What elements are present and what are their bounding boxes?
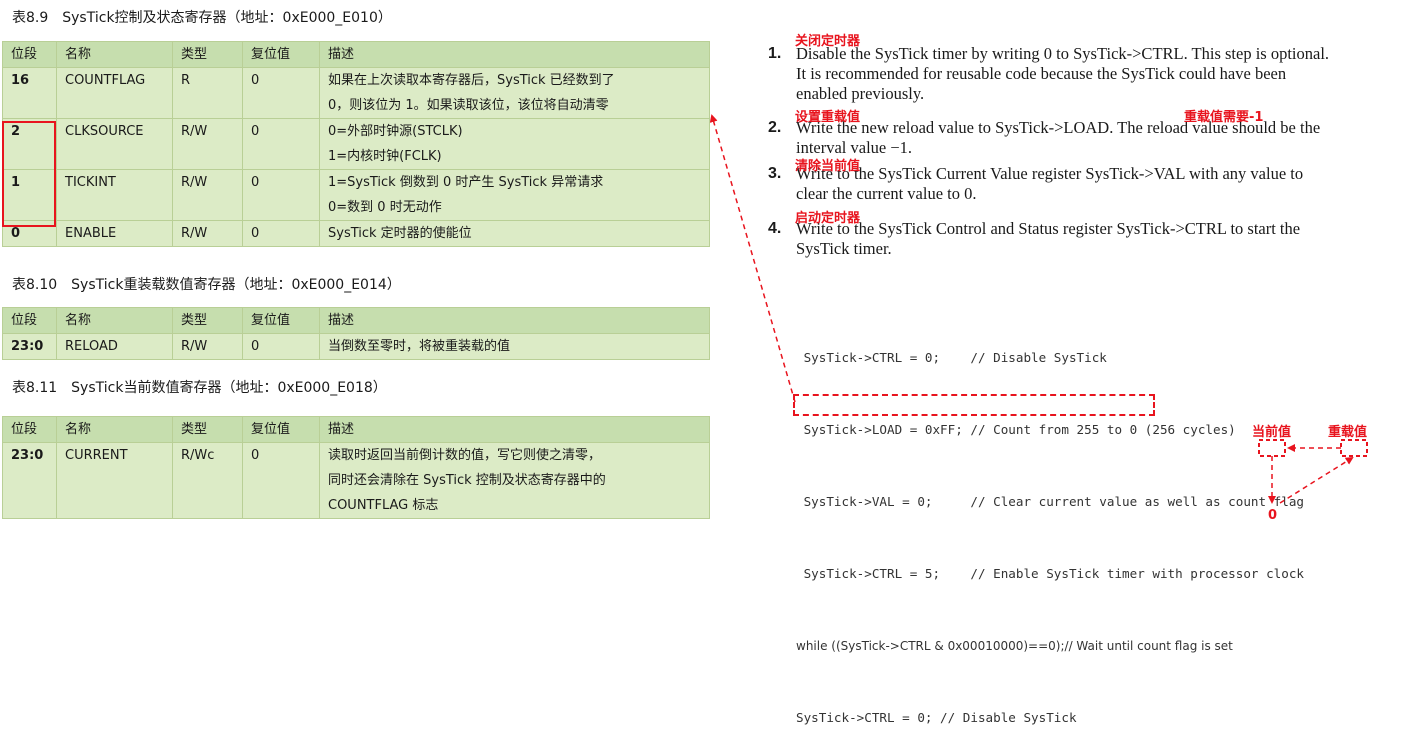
annotation-close-timer: 关闭定时器: [795, 34, 861, 49]
cell-bit: 23:0: [2, 442, 57, 519]
cell-desc: SysTick 定时器的使能位: [319, 220, 710, 247]
while-line-dashed-box: [793, 394, 1155, 416]
cell-reset: 0: [242, 67, 320, 119]
table-8-9-caption: 表8.9 SysTick控制及状态寄存器（地址：0xE000_E010）: [12, 10, 392, 26]
table-header-row: 位段 名称 类型 复位值 描述: [2, 41, 710, 68]
header-type: 类型: [172, 41, 243, 68]
annotation-reload-minus-one: 重载值需要-1: [1184, 110, 1264, 125]
header-desc: 描述: [319, 41, 710, 68]
annotation-current-value: 当前值: [1252, 425, 1292, 440]
annotation-clear-current: 清除当前值: [795, 159, 861, 174]
cell-reset: 0: [242, 118, 320, 170]
annotation-arrows: [709, 114, 1368, 504]
header-desc: 描述: [319, 307, 710, 334]
annotation-zero: 0: [1268, 508, 1278, 523]
code-line: SysTick->VAL = 0; // Clear current value…: [796, 494, 1304, 509]
step-1: 1. Disable the SysTick timer by writing …: [768, 44, 1418, 104]
step-number: 1.: [768, 45, 782, 62]
step-line: interval value −1.: [796, 138, 913, 157]
desc-line: COUNTFLAG 标志: [328, 498, 439, 513]
cell-type: R/W: [172, 169, 243, 221]
table-row: 0 ENABLE R/W 0 SysTick 定时器的使能位: [2, 220, 710, 247]
header-bit: 位段: [2, 307, 57, 334]
code-line: SysTick->LOAD = 0xFF; // Count from 255 …: [796, 422, 1236, 437]
cell-name: TICKINT: [56, 169, 173, 221]
table-8-10: 位段 名称 类型 复位值 描述 23:0 RELOAD R/W 0 当倒数至零时…: [2, 307, 710, 360]
code-line: while ((SysTick->CTRL & 0x00010000)==0);…: [796, 639, 1233, 653]
arrow-zero-to-reload: [1279, 456, 1354, 504]
desc-line: 0，则该位为 1。如果读取该位，该位将自动清零: [328, 98, 609, 113]
cell-name: RELOAD: [56, 333, 173, 360]
cell-name: ENABLE: [56, 220, 173, 247]
step-3: 3. Write to the SysTick Current Value re…: [768, 164, 1418, 204]
table-row: 23:0 CURRENT R/Wc 0 读取时返回当前倒计数的值，写它则使之清零…: [2, 442, 710, 519]
code-line: SysTick->CTRL = 0; // Disable SysTick: [796, 710, 1077, 725]
step-4: 4. Write to the SysTick Control and Stat…: [768, 219, 1418, 259]
cell-type: R/W: [172, 220, 243, 247]
step-number: 2.: [768, 119, 782, 136]
table-row: 16 COUNTFLAG R 0 如果在上次读取本寄存器后，SysTick 已经…: [2, 67, 710, 119]
cell-name: CURRENT: [56, 442, 173, 519]
step-line: It is recommended for reusable code beca…: [796, 64, 1287, 83]
header-reset: 复位值: [242, 307, 320, 334]
desc-line: 如果在上次读取本寄存器后，SysTick 已经数到了: [328, 73, 615, 88]
cell-desc: 如果在上次读取本寄存器后，SysTick 已经数到了 0，则该位为 1。如果读取该…: [319, 67, 710, 119]
header-desc: 描述: [319, 416, 710, 443]
table-header-row: 位段 名称 类型 复位值 描述: [2, 416, 710, 443]
arrow-to-countflag: [709, 114, 796, 403]
code-line: SysTick->CTRL = 0; // Disable SysTick: [796, 350, 1107, 365]
step-line: clear the current value to 0.: [796, 184, 977, 203]
cell-desc: 1=SysTick 倒数到 0 时产生 SysTick 异常请求 0=数到 0 时…: [319, 169, 710, 221]
cell-reset: 0: [242, 220, 320, 247]
annotation-set-reload: 设置重载值: [795, 110, 861, 125]
current-value-box: [1258, 439, 1286, 457]
cell-reset: 0: [242, 442, 320, 519]
desc-line: 0=数到 0 时无动作: [328, 200, 442, 215]
cell-desc: 当倒数至零时，将被重装载的值: [319, 333, 710, 360]
step-line: Write to the SysTick Current Value regis…: [796, 164, 1304, 183]
step-line: Write to the SysTick Control and Status …: [796, 219, 1301, 238]
annotation-start-timer: 启动定时器: [795, 211, 861, 226]
step-line: enabled previously.: [796, 84, 925, 103]
cell-name: COUNTFLAG: [56, 67, 173, 119]
cell-desc: 0=外部时钟源(STCLK) 1=内核时钟(FCLK): [319, 118, 710, 170]
header-name: 名称: [56, 41, 173, 68]
reload-value-box: [1340, 439, 1368, 457]
table-8-9: 位段 名称 类型 复位值 描述 16 COUNTFLAG R 0 如果在上次读取…: [2, 41, 710, 247]
code-line: SysTick->CTRL = 5; // Enable SysTick tim…: [796, 566, 1304, 581]
table-row: 23:0 RELOAD R/W 0 当倒数至零时，将被重装载的值: [2, 333, 710, 360]
cell-reset: 0: [242, 169, 320, 221]
table-8-11-caption: 表8.11 SysTick当前数值寄存器（地址：0xE000_E018）: [12, 380, 387, 396]
step-line: Disable the SysTick timer by writing 0 t…: [796, 44, 1330, 63]
cell-type: R: [172, 67, 243, 119]
step-number: 4.: [768, 220, 782, 237]
header-name: 名称: [56, 416, 173, 443]
cell-type: R/W: [172, 118, 243, 170]
cell-bit: 23:0: [2, 333, 57, 360]
cell-type: R/W: [172, 333, 243, 360]
table-8-10-caption: 表8.10 SysTick重装载数值寄存器（地址：0xE000_E014）: [12, 277, 401, 293]
table-row: 1 TICKINT R/W 0 1=SysTick 倒数到 0 时产生 SysT…: [2, 169, 710, 221]
bits-highlight-box: [2, 121, 56, 227]
desc-line: 1=内核时钟(FCLK): [328, 149, 442, 164]
table-row: 2 CLKSOURCE R/W 0 0=外部时钟源(STCLK)1=内核时钟(F…: [2, 118, 710, 170]
header-type: 类型: [172, 416, 243, 443]
header-reset: 复位值: [242, 416, 320, 443]
step-number: 3.: [768, 165, 782, 182]
cell-name: CLKSOURCE: [56, 118, 173, 170]
step-line: SysTick timer.: [796, 239, 892, 258]
desc-line: 读取时返回当前倒计数的值，写它则使之清零，: [328, 448, 602, 463]
desc-line: 1=SysTick 倒数到 0 时产生 SysTick 异常请求: [328, 175, 604, 190]
desc-line: 0=外部时钟源(STCLK): [328, 124, 463, 139]
table-8-11: 位段 名称 类型 复位值 描述 23:0 CURRENT R/Wc 0 读取时返…: [2, 416, 710, 519]
desc-line: 同时还会清除在 SysTick 控制及状态寄存器中的: [328, 473, 606, 488]
cell-desc: 读取时返回当前倒计数的值，写它则使之清零， 同时还会清除在 SysTick 控制及…: [319, 442, 710, 519]
step-2: 2. Write the new reload value to SysTick…: [768, 118, 1423, 158]
annotation-reload-value: 重载值: [1328, 425, 1368, 440]
step-line: Write the new reload value to SysTick->L…: [796, 118, 1321, 137]
cell-type: R/Wc: [172, 442, 243, 519]
header-name: 名称: [56, 307, 173, 334]
